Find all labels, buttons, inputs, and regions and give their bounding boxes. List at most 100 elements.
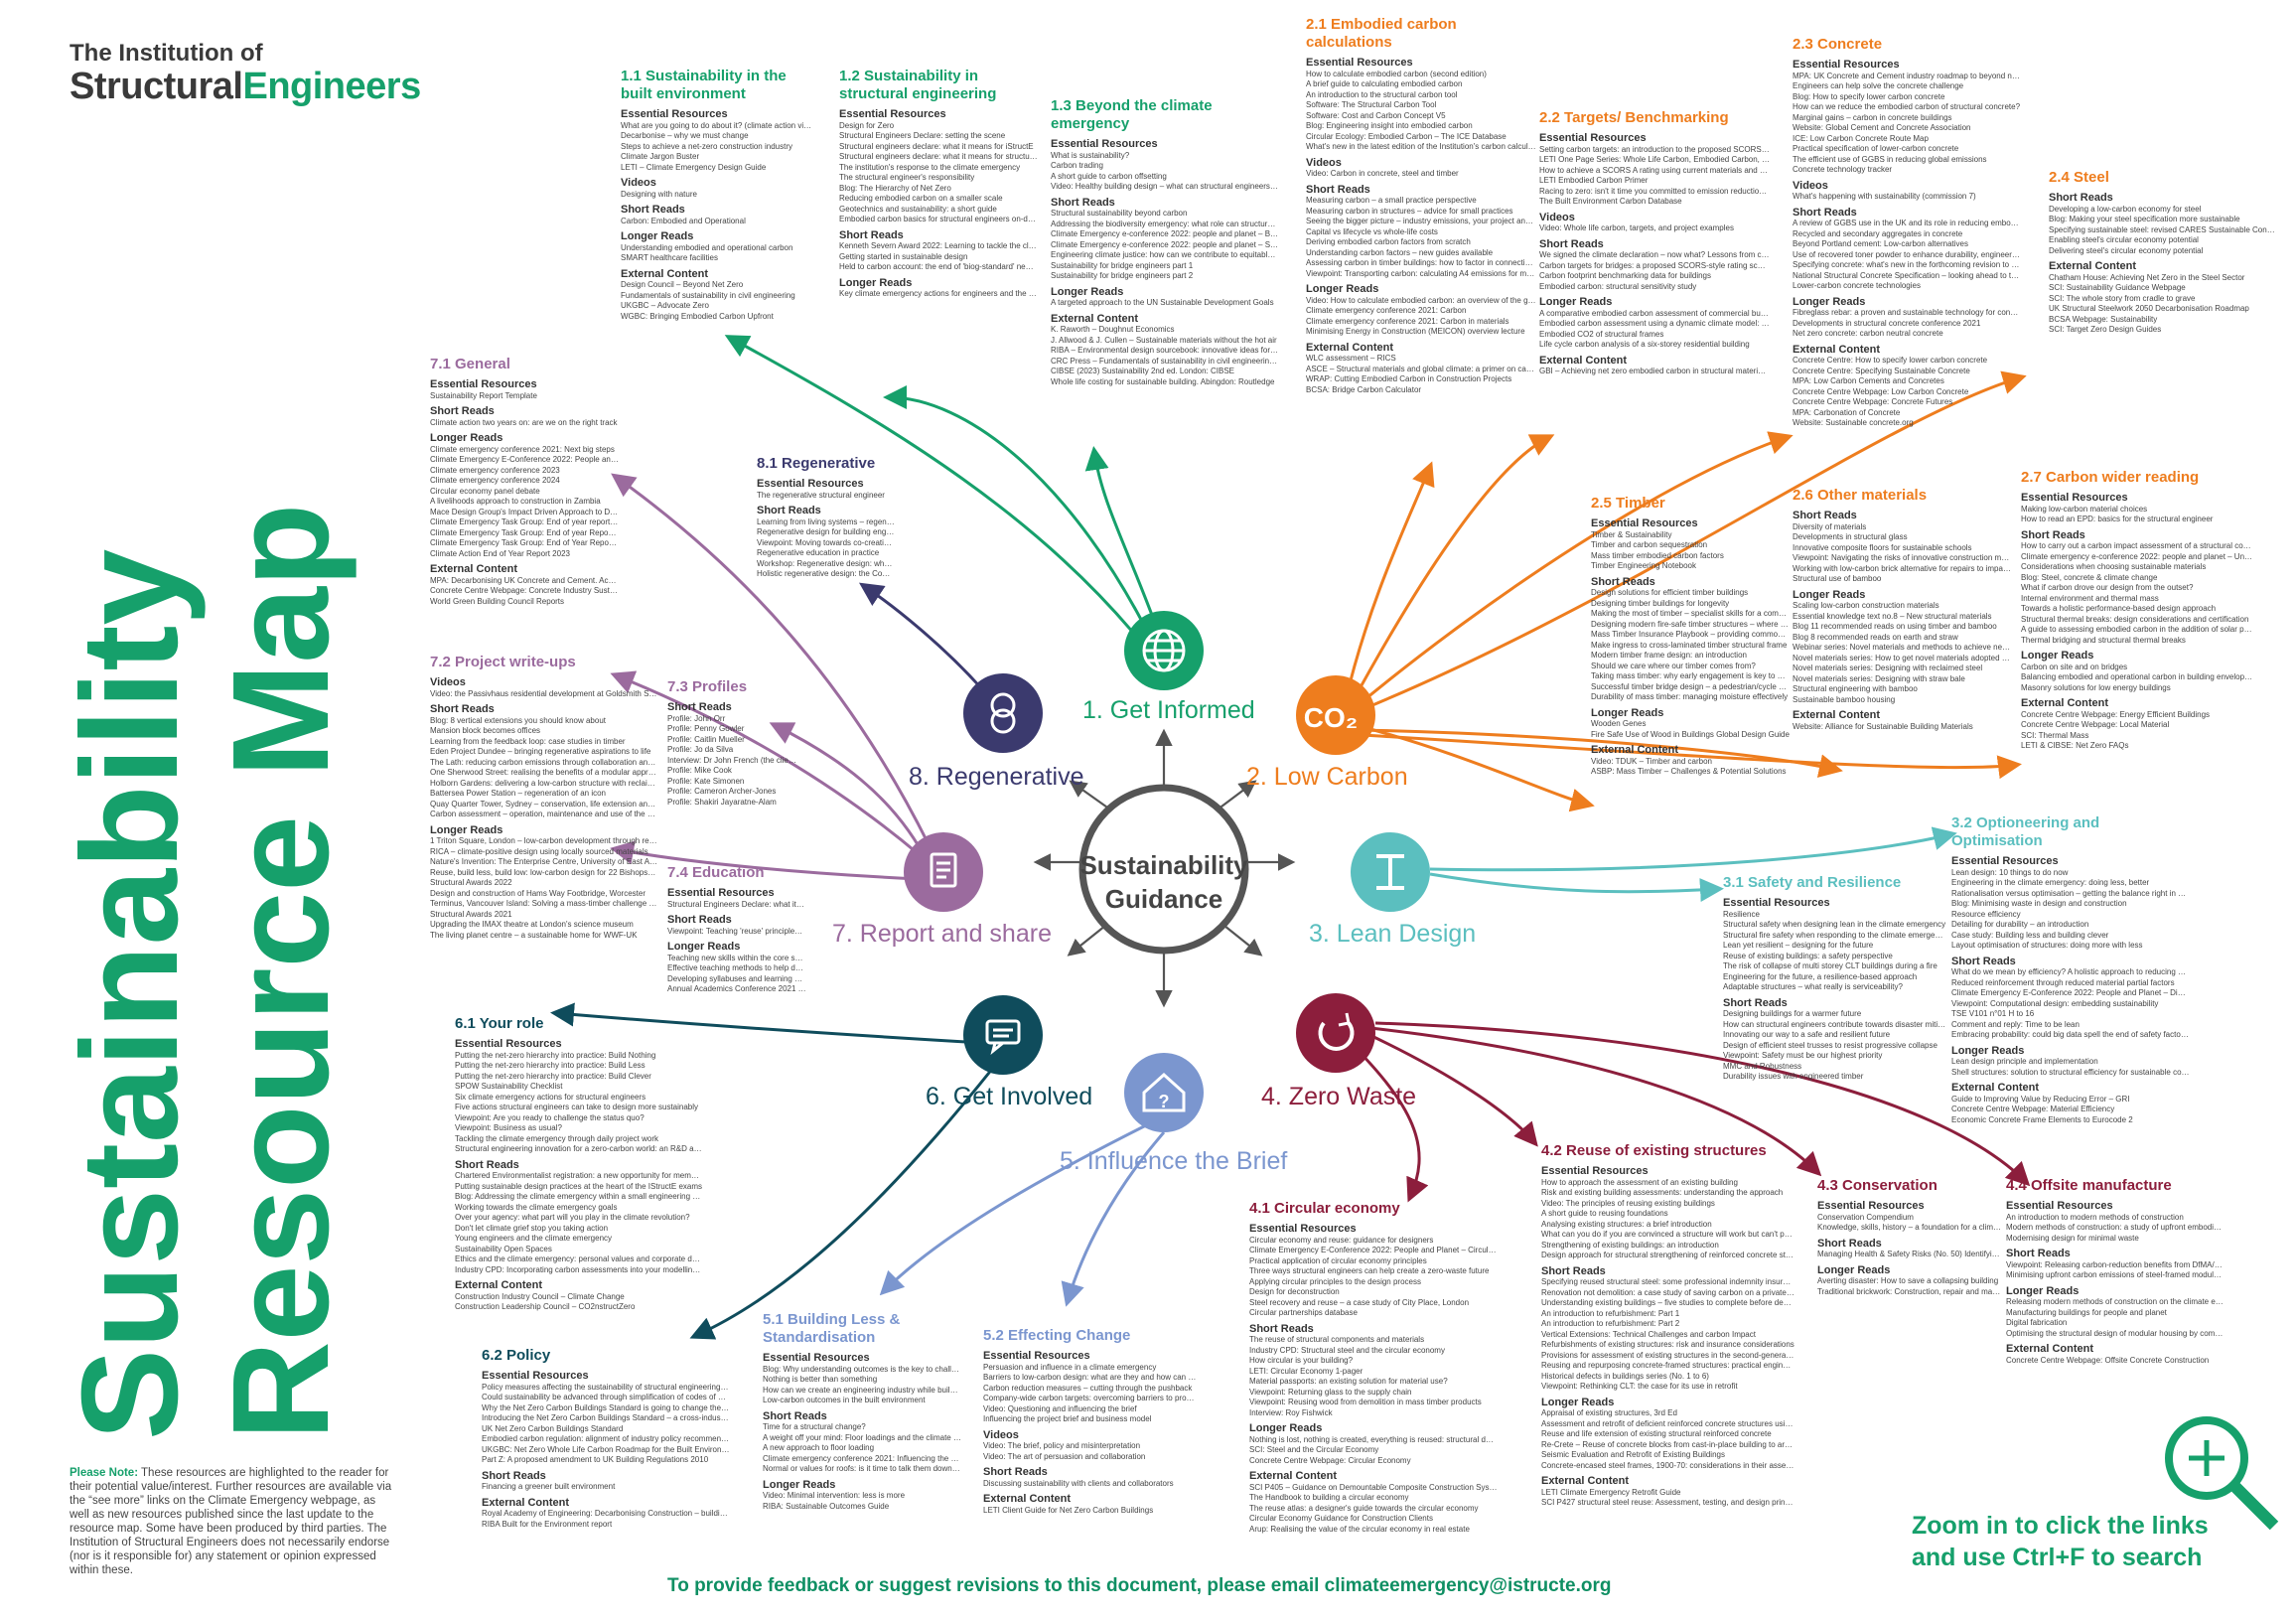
resource-link[interactable]: Video: How to calculate embodied carbon:… [1306, 295, 1536, 305]
resource-link[interactable]: How to approach the assessment of an exi… [1541, 1177, 1738, 1187]
resource-link[interactable]: National Structural Concrete Specificati… [1793, 270, 2021, 280]
resource-link[interactable]: Provisions for assessment of existing st… [1541, 1350, 1794, 1360]
resource-link[interactable]: Climate Emergency Task Group: End of yea… [430, 517, 619, 526]
resource-link[interactable]: Adaptable structures – what really is se… [1723, 982, 1903, 991]
resource-link[interactable]: Profile: Cameron Archer-Jones [667, 787, 777, 796]
resource-link[interactable]: MPA: UK Concrete and Cement industry roa… [1793, 71, 2021, 80]
resource-link[interactable]: What are you going to do about it? (clim… [621, 120, 814, 130]
resource-link[interactable]: WLC assessment – RICS [1306, 354, 1396, 363]
resource-link[interactable]: The Built Environment Carbon Database [1539, 197, 1682, 206]
section-title[interactable]: 1.1 Sustainability in the built environm… [621, 68, 787, 102]
resource-link[interactable]: Delivering steel's circular economy pote… [2049, 245, 2204, 255]
resource-link[interactable]: Mansion block becomes offices [430, 726, 541, 735]
section-title[interactable]: 4.1 Circular economy [1249, 1200, 1400, 1217]
resource-link[interactable]: Key climate emergency actions for engine… [839, 289, 1038, 298]
resource-link[interactable]: Design solutions for efficient timber bu… [1591, 588, 1749, 597]
resource-link[interactable]: Releasing modern methods of construction… [2006, 1297, 2224, 1306]
resource-link[interactable]: Historical defects in buildings series (… [1541, 1371, 1709, 1381]
resource-link[interactable]: Part Z: A proposed amendment to UK Build… [482, 1455, 709, 1464]
resource-link[interactable]: Climate Jargon Buster [621, 152, 700, 161]
resource-link[interactable]: Setting carbon targets: an introduction … [1539, 144, 1770, 154]
resource-link[interactable]: Getting started in sustainable design [839, 251, 968, 261]
resource-link[interactable]: Time for a structural change? [763, 1422, 866, 1431]
resource-link[interactable]: Innovative composite floors for sustaina… [1793, 542, 1972, 552]
resource-link[interactable]: UKGBC – Advocate Zero [621, 301, 709, 310]
resource-link[interactable]: Engineering in the climate emergency: do… [1951, 878, 2150, 887]
resource-link[interactable]: What can you do if you are convinced a s… [1541, 1230, 1794, 1239]
resource-link[interactable]: Mass timber embodied carbon factors [1591, 550, 1724, 560]
resource-link[interactable]: SMART healthcare facilities [621, 253, 718, 262]
section-title[interactable]: 6.2 Policy [482, 1347, 551, 1364]
resource-link[interactable]: LETI Embodied Carbon Primer [1539, 176, 1649, 185]
resource-link[interactable]: Blog: Making your steel specification mo… [2049, 215, 2240, 223]
resource-link[interactable]: Seeing the bigger picture – industry emi… [1306, 217, 1536, 225]
resource-link[interactable]: Kenneth Severn Award 2022: Learning to t… [839, 241, 1038, 250]
resource-link[interactable]: WGBC: Bringing Embodied Carbon Upfront [621, 311, 774, 321]
section-title[interactable]: 2.4 Steel [2049, 169, 2109, 186]
resource-link[interactable]: Concrete Centre Webpage: Concrete Future… [1793, 397, 1953, 406]
resource-link[interactable]: Effective teaching methods to help deliv… [667, 963, 806, 972]
resource-link[interactable]: Refurbishments of existing structures: r… [1541, 1340, 1794, 1349]
resource-link[interactable]: Resilience [1723, 909, 1760, 919]
resource-link[interactable]: Webinar series: Novel materials and meth… [1793, 643, 2011, 652]
resource-link[interactable]: Designing timber buildings for longevity [1591, 598, 1730, 608]
resource-link[interactable]: Climate Emergency Task Group: End of Yea… [430, 538, 619, 547]
resource-link[interactable]: The risk of collapse of multi storey CLT… [1723, 961, 1937, 970]
resource-link[interactable]: Sustainable bamboo housing [1793, 694, 1896, 704]
resource-link[interactable]: Structural Engineers Declare: setting th… [839, 131, 1006, 140]
resource-link[interactable]: Interview: Dr John French (the client's … [667, 755, 796, 765]
resource-link[interactable]: Viewpoint: Teaching 'reuse' principles a… [667, 926, 806, 936]
resource-link[interactable]: Designing with nature [621, 189, 697, 199]
resource-link[interactable]: Conservation Compendium [1817, 1212, 1914, 1222]
resource-link[interactable]: Traditional brickwork: Construction, rep… [1817, 1286, 2001, 1296]
section-title[interactable]: 2.6 Other materials [1793, 487, 1928, 504]
resource-link[interactable]: Could sustainability be advanced through… [482, 1393, 730, 1401]
resource-link[interactable]: MPA: Carbonation of Concrete [1793, 407, 1901, 417]
section-title[interactable]: 4.4 Offsite manufacture [2006, 1177, 2172, 1194]
resource-link[interactable]: Barriers to low-carbon design: what are … [983, 1373, 1197, 1382]
resource-link[interactable]: What's new in the latest edition of the … [1306, 142, 1536, 151]
resource-link[interactable]: Viewpoint: Rethinking CLT: the case for … [1541, 1382, 1738, 1391]
label-lean-design[interactable]: 3. Lean Design [1309, 920, 1476, 948]
resource-link[interactable]: Practical application of circular econom… [1249, 1255, 1427, 1265]
resource-link[interactable]: Profile: Kate Simonen [667, 776, 745, 786]
resource-link[interactable]: Economic Concrete Frame Elements to Euro… [1951, 1114, 2133, 1124]
resource-link[interactable]: Putting sustainable design practices at … [455, 1181, 703, 1191]
resource-link[interactable]: Guide to Improving Value by Reducing Err… [1951, 1094, 2130, 1104]
resource-link[interactable]: How can we create an engineering industr… [763, 1385, 961, 1395]
resource-link[interactable]: We signed the climate declaration – now … [1539, 250, 1770, 259]
label-influence-brief[interactable]: 5. Influence the Brief [1060, 1147, 1287, 1175]
resource-link[interactable]: Reuse of existing buildings: a safety pe… [1723, 951, 1893, 960]
resource-link[interactable]: Low-carbon outcomes in the built environ… [763, 1396, 926, 1404]
resource-link[interactable]: What's happening with sustainability (co… [1793, 192, 1976, 201]
resource-link[interactable]: Video: Minimal intervention: less is mor… [763, 1491, 906, 1500]
resource-link[interactable]: Durability issues with engineered timber [1723, 1072, 1864, 1081]
resource-link[interactable]: Decarbonise – why we must change [621, 131, 749, 140]
resource-link[interactable]: BCSA Webpage: Sustainability [2049, 314, 2158, 324]
label-regenerative[interactable]: 8. Regenerative [909, 763, 1084, 791]
resource-link[interactable]: Concrete Centre Webpage: Low Carbon Conc… [1793, 386, 1969, 396]
resource-link[interactable]: Making the most of timber – specialist s… [1591, 609, 1790, 618]
resource-link[interactable]: Shell structures: solution to structural… [1951, 1067, 2190, 1077]
resource-link[interactable]: Climate emergency e-conference 2022: peo… [2021, 551, 2254, 561]
resource-link[interactable]: Nothing is lost, nothing is created, eve… [1249, 1434, 1498, 1444]
resource-link[interactable]: Embodied carbon regulation: alignment of… [482, 1434, 730, 1443]
resource-link[interactable]: LETI Client Guide for Net Zero Carbon Bu… [983, 1505, 1154, 1515]
resource-link[interactable]: Comment and reply: Time to be lean [1951, 1019, 2080, 1029]
resource-link[interactable]: Carbon trading [1051, 161, 1103, 170]
resource-link[interactable]: Industry CPD: Incorporating carbon asses… [455, 1264, 703, 1274]
section-title[interactable]: 3.2 Optioneering and Optimisation [1951, 814, 2100, 849]
resource-link[interactable]: Financing a greener built environment [482, 1482, 616, 1491]
resource-link[interactable]: Internal environment and thermal mass [2021, 593, 2159, 603]
resource-link[interactable]: Viewpoint: Transporting carbon: calculat… [1306, 268, 1536, 278]
resource-link[interactable]: Scaling low-carbon construction material… [1793, 601, 1939, 610]
resource-link[interactable]: Understanding existing buildings – five … [1541, 1298, 1794, 1307]
resource-link[interactable]: Normal or values for roofs: is it time t… [763, 1464, 961, 1473]
resource-link[interactable]: Blog: The Hierarchy of Net Zero [839, 183, 951, 193]
resource-link[interactable]: Over your agency: what part will you pla… [455, 1213, 690, 1222]
resource-link[interactable]: TSE V101 n°01 H to 16 [1951, 1009, 2035, 1018]
resource-link[interactable]: Novel materials series: Designing with s… [1793, 673, 1965, 683]
resource-link[interactable]: Developments in structural concrete conf… [1793, 318, 1981, 328]
resource-link[interactable]: Working towards the climate emergency go… [455, 1202, 618, 1212]
resource-link[interactable]: Masonry solutions for low energy buildin… [2021, 682, 2171, 692]
